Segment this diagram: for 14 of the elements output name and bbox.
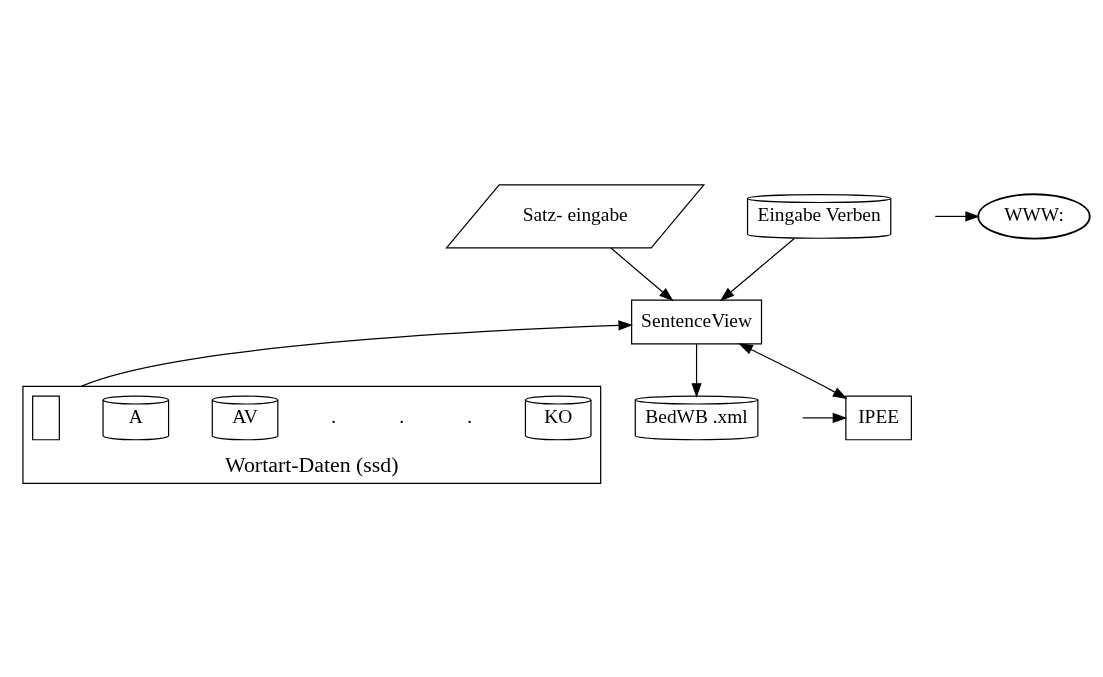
arrow	[80, 319, 633, 387]
arrow	[802, 412, 848, 423]
arrow	[610, 246, 674, 301]
node-box: SentenceView	[631, 299, 763, 344]
arrow	[738, 342, 848, 399]
label: .	[467, 405, 473, 427]
label: .	[331, 405, 337, 427]
arrow	[719, 237, 795, 301]
node-box	[32, 394, 60, 440]
arrow	[691, 342, 702, 398]
arrow	[934, 210, 980, 221]
node-ellipse: WWW:	[977, 192, 1091, 239]
label: .	[399, 405, 405, 427]
node-box: IPEE	[845, 394, 912, 440]
